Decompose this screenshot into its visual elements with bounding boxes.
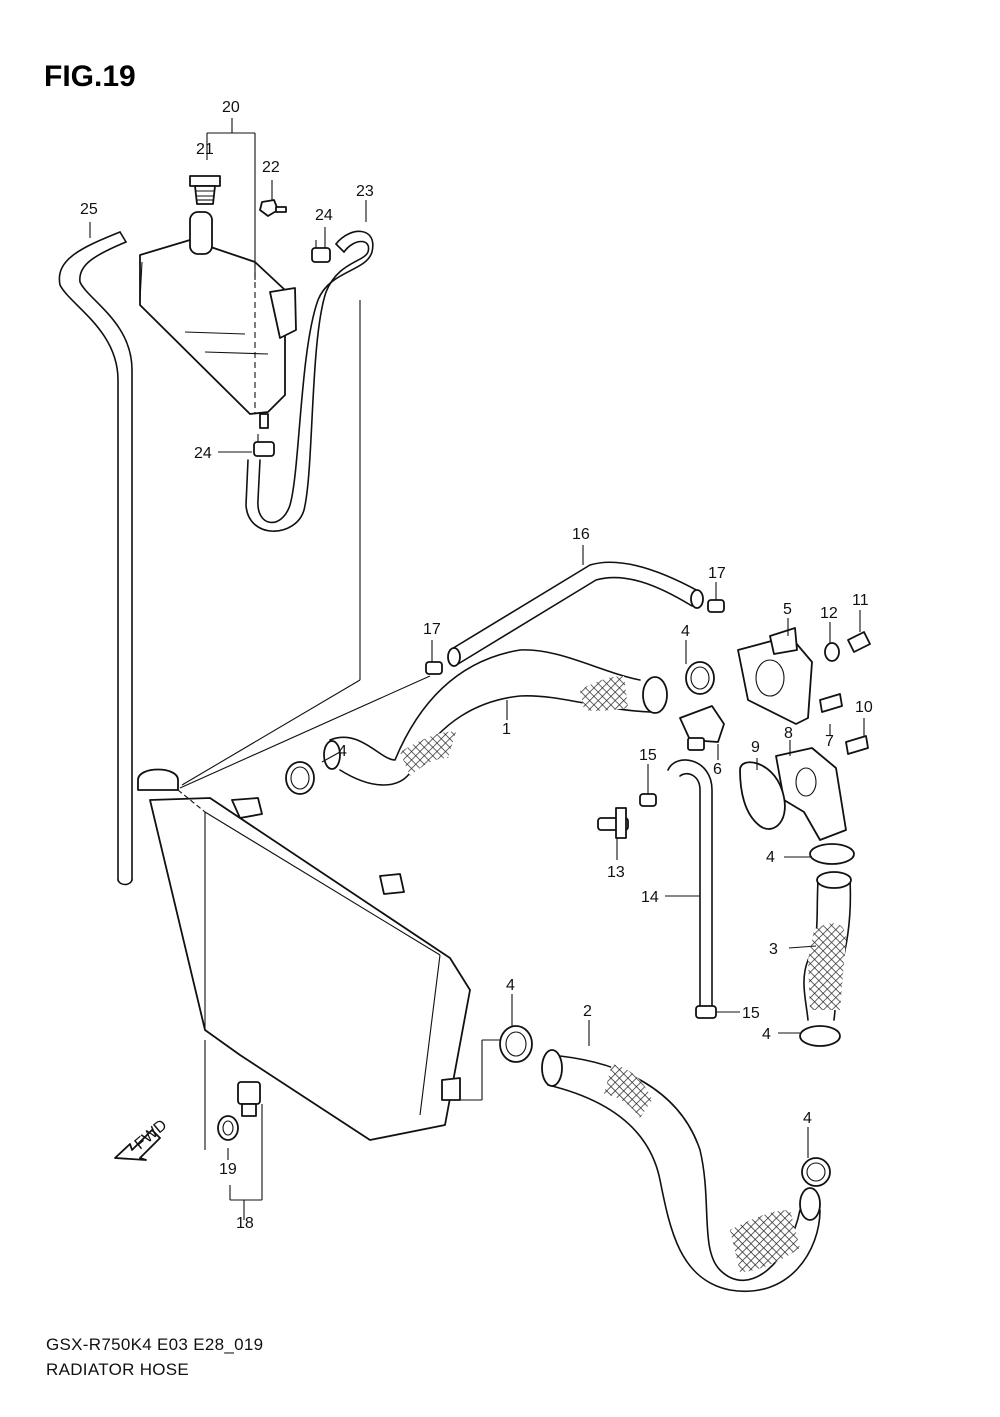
- overflow-hose-25: [58, 231, 133, 886]
- callout-7: 7: [825, 733, 834, 750]
- bolt-7: [819, 693, 843, 713]
- callout-8: 8: [784, 725, 793, 742]
- callout-19: 19: [219, 1161, 237, 1178]
- callout-16: 16: [572, 526, 590, 543]
- radiator-hose-1: [323, 649, 668, 786]
- callout-13: 13: [607, 864, 625, 881]
- hose-clamp-4-bottom-right: [801, 1157, 831, 1187]
- o-ring-19: [217, 1115, 239, 1141]
- callout-17-left: 17: [423, 621, 441, 638]
- hose-clamp-4-low: [799, 1025, 841, 1047]
- callout-12: 12: [820, 605, 838, 622]
- hose-clip-15-upper: [639, 793, 657, 807]
- callout-15-upper: 15: [639, 747, 657, 764]
- radiator-hose-2: [541, 1049, 821, 1293]
- leader-lines: [89, 118, 865, 1220]
- hose-14: [667, 759, 713, 1016]
- radiator: [137, 768, 471, 1141]
- callout-6: 6: [713, 761, 722, 778]
- callout-22: 22: [262, 159, 280, 176]
- callout-3: 3: [769, 941, 778, 958]
- callout-4-left: 4: [338, 743, 347, 760]
- hose-clamp-4-left: [285, 761, 315, 795]
- figure-name: RADIATOR HOSE: [46, 1360, 190, 1379]
- breather-hose-23: [245, 230, 374, 532]
- bolt-11: [847, 631, 871, 653]
- hose-clip-15-lower: [695, 1005, 717, 1019]
- hose-clip-24-lower: [253, 434, 275, 457]
- callout-2: 2: [583, 1003, 592, 1020]
- callout-numbers: 20 21 22 23 25 24 24 16 17 17 4 5 12 11 …: [80, 99, 873, 1232]
- callout-21: 21: [196, 141, 214, 158]
- bolt-10: [845, 735, 869, 755]
- water-outlet-8: [775, 747, 847, 841]
- callout-4-low: 4: [762, 1026, 771, 1043]
- hose-clip-17-right: [707, 599, 725, 613]
- fwd-arrow-icon: FWD: [114, 1117, 170, 1161]
- hose-clamp-4-top: [685, 661, 715, 695]
- hose-clamp-4-mid: [809, 843, 855, 865]
- thermo-switch-18: [237, 1081, 261, 1117]
- hose-clamp-4-bottom-left: [499, 1025, 533, 1063]
- callout-1: 1: [502, 721, 511, 738]
- radiator-hose-3: [803, 871, 852, 1021]
- callout-20: 20: [222, 99, 240, 116]
- gasket-12: [824, 642, 840, 662]
- callout-11: 11: [852, 592, 869, 609]
- thermostat-case-5: [737, 627, 813, 725]
- tank-bolt: [259, 199, 287, 217]
- callout-18: 18: [236, 1215, 254, 1232]
- figure-title: FIG.19: [44, 60, 136, 93]
- reservoir-cap: [189, 175, 221, 205]
- hose-clip-24-upper: [311, 240, 331, 263]
- callout-14: 14: [641, 889, 659, 906]
- callout-4-bottom-right: 4: [803, 1110, 812, 1127]
- model-code: GSX-R750K4 E03 E28_019: [46, 1335, 264, 1354]
- callout-24-upper: 24: [315, 207, 333, 224]
- callout-5: 5: [783, 601, 792, 618]
- callout-15-lower: 15: [742, 1005, 760, 1022]
- callout-24-lower: 24: [194, 445, 212, 462]
- callout-4-mid: 4: [766, 849, 775, 866]
- callout-4-top: 4: [681, 623, 690, 640]
- callout-17-right: 17: [708, 565, 726, 582]
- callout-4-bottom-left: 4: [506, 977, 515, 994]
- thermostat-6: [679, 705, 725, 751]
- hose-clip-17-left: [425, 661, 443, 675]
- callout-23: 23: [356, 183, 374, 200]
- callout-25: 25: [80, 201, 98, 218]
- callout-9: 9: [751, 739, 760, 756]
- callout-10: 10: [855, 699, 873, 716]
- bypass-hose-16: [447, 561, 704, 667]
- reservoir-tank: [139, 211, 297, 429]
- union-13: [597, 807, 629, 839]
